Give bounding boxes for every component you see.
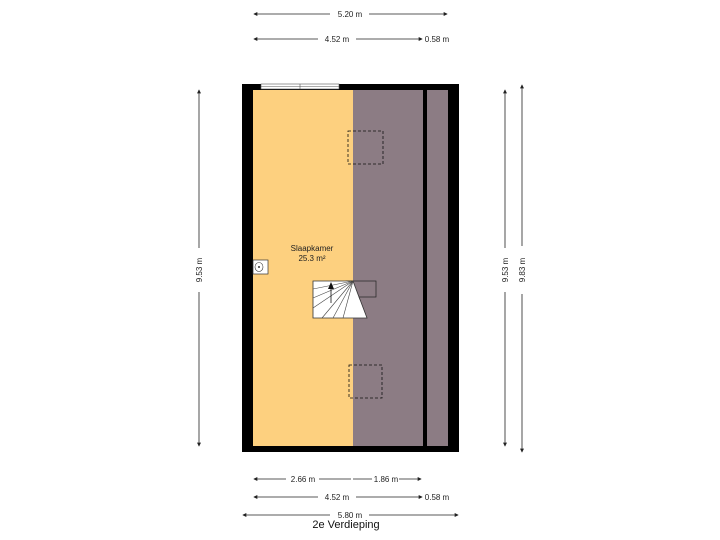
bottom-slope-dimension: 1.86 m (374, 475, 399, 484)
bottom-total-dimension: 5.80 m (338, 511, 363, 520)
right-inner-height-dimension: 9.53 m (501, 257, 510, 282)
skylight-bottom (348, 364, 383, 399)
top-total-dimension: 5.20 m (338, 10, 363, 19)
bottom-room-dimension: 2.66 m (291, 475, 316, 484)
sloped-roof-strip (427, 90, 448, 446)
top-dimensions (253, 12, 448, 41)
bottom-left-dimension: 4.52 m (325, 493, 350, 502)
floor-plan-body: Slaapkamer 25.3 m² (242, 83, 459, 452)
top-right-dimension: 0.58 m (425, 35, 450, 44)
room-area: 25.3 m² (298, 254, 325, 263)
bottom-right-dimension: 0.58 m (425, 493, 450, 502)
sink-icon (252, 259, 269, 275)
top-left-dimension: 4.52 m (325, 35, 350, 44)
sloped-roof-area (353, 90, 423, 446)
left-height-dimension: 9.53 m (195, 257, 204, 282)
skylight-top (347, 130, 384, 165)
bottom-dimensions (242, 477, 459, 517)
floor-title: 2e Verdieping (312, 519, 379, 531)
room-slaapkamer (253, 90, 353, 446)
stair-arrow-icon (328, 282, 334, 289)
room-name: Slaapkamer (291, 244, 334, 253)
staircase (312, 280, 368, 319)
right-outer-height-dimension: 9.83 m (518, 257, 527, 282)
